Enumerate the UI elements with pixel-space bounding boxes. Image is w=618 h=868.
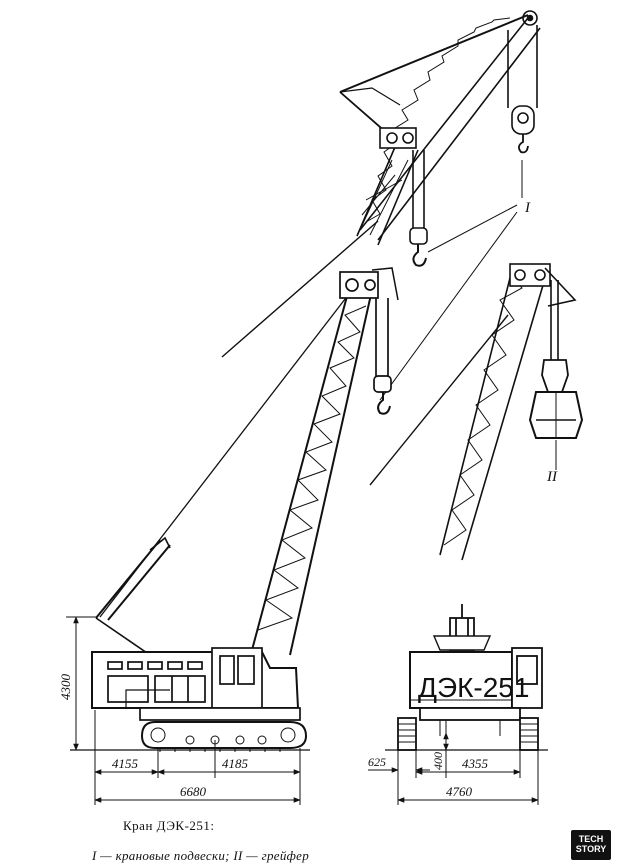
marker-grab-label: II bbox=[546, 469, 558, 485]
dimension-labels: 4300 4155 4185 6680 625 400 4355 4760 bbox=[58, 674, 489, 800]
dimension-lines bbox=[66, 616, 539, 805]
logo-line-1: TECH bbox=[578, 834, 604, 844]
dim-4155-label: 4155 bbox=[112, 756, 139, 771]
crane-side-view bbox=[91, 267, 399, 752]
dim-4185-label: 4185 bbox=[222, 756, 249, 771]
logo-line-2: STORY bbox=[575, 844, 607, 854]
marker-hooks: I bbox=[379, 160, 531, 401]
caption-title: Кран ДЭК-251: bbox=[123, 818, 215, 833]
grab-boom-detail: II bbox=[369, 263, 584, 561]
dim-height-label: 4300 bbox=[58, 674, 73, 701]
boom-tip-detail bbox=[221, 10, 541, 358]
dim-400-label: 400 bbox=[431, 752, 445, 770]
tech-story-logo: TECH STORY bbox=[571, 830, 611, 860]
crane-model-marking: ДЭК-251 bbox=[418, 672, 529, 703]
dim-4760-label: 4760 bbox=[446, 784, 473, 799]
dim-4355-label: 4355 bbox=[462, 756, 489, 771]
crane-rear-view: ДЭК-251 bbox=[397, 604, 543, 751]
dim-6680-label: 6680 bbox=[180, 784, 207, 799]
caption-legend: I — крановые подвески; II — грейфер bbox=[92, 848, 310, 863]
marker-hooks-label: I bbox=[524, 200, 531, 216]
dim-625-label: 625 bbox=[368, 755, 386, 769]
